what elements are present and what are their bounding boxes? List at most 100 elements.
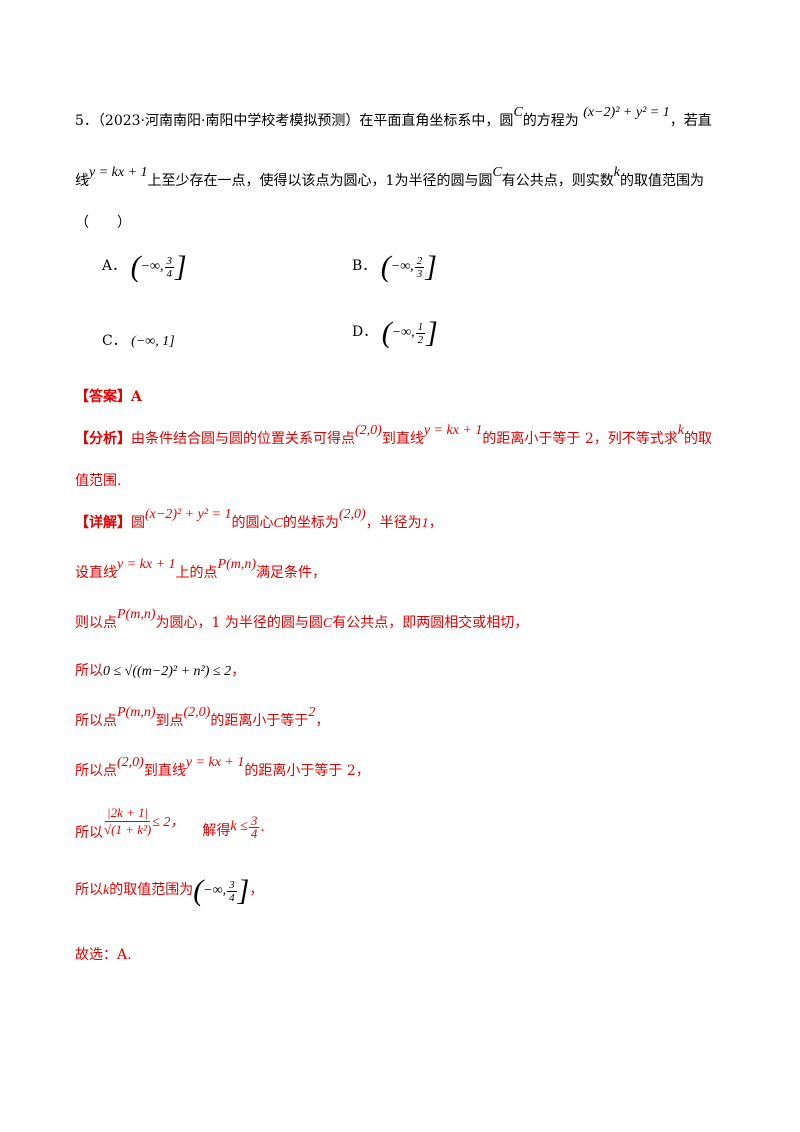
detail-line-5: 所以点P(m,n)到点(2,0)的距离小于等于2， [75,705,740,730]
detail-c: C [322,616,333,631]
detail-result: k ≤ [230,819,248,834]
answer-tag: 【答案】 [75,389,131,405]
line-equation: y = kx + 1 [89,165,148,180]
fraction-denominator: √(1 + k²) [104,821,152,837]
detail-text: 所以 [75,663,103,679]
circle-equation: (x−2)² + y² = 1 [583,105,670,120]
answer-value: A [131,389,142,405]
detail-text: 则以点 [75,615,117,631]
detail-text: ， [231,663,246,679]
analysis-k: k [677,423,684,438]
detail-line-4: 所以0 ≤ √((m−2)² + n²) ≤ 2， [75,660,740,680]
var-k: k [613,165,621,180]
result-fraction: 3 4 [248,812,260,841]
detail-text: 的距离小于等于 [210,713,309,729]
detail-text: 满足条件， [256,565,327,581]
option-label: C． [102,333,127,349]
analysis-text: 由条件结合圆与圆的位置关系可得点 [131,431,355,447]
question-text: 上至少存在一点，使得以该点为圆心，1为半径的圆与圆 [147,173,493,189]
detail-text: 的取值范围为 [109,882,194,899]
detail-c: C [273,516,283,531]
option-label: A． [102,258,127,275]
detail-text: 的坐标为 [282,515,339,531]
detail-radius: 1 [421,516,429,531]
question-text: 5．（2023·河南南阳·南阳中学校考模拟预测）在平面直角坐标系中，圆 [75,113,514,129]
detail-point-p: P(m,n) [117,607,156,622]
detail-k: k [103,883,110,899]
question-text: 线 [75,173,89,189]
detail-text: 为圆心，1 为半径的圆与圆 [155,615,323,631]
circle-name: C [513,105,523,120]
circle-name: C [492,165,502,180]
detail-fraction: |2k + 1| √(1 + k²) [104,805,151,838]
detail-line-2: 设直线y = kx + 1上的点P(m,n)满足条件， [75,557,740,582]
question-text: 有公共点，则实数 [501,173,614,189]
detail-text: 到直线 [143,763,186,779]
detail-line-3: 则以点P(m,n)为圆心，1 为半径的圆与圆C有公共点，即两圆相交或相切， [75,607,740,632]
detail-text: 圆 [131,515,145,531]
detail-text: 所以 [75,882,103,899]
detail-inequality: 0 ≤ √((m−2)² + n²) ≤ 2 [103,664,232,679]
detail-line-6: 所以点(2,0)到直线y = kx + 1的距离小于等于 2， [75,755,740,780]
detail-text: 的距离小于等于 2， [244,763,370,779]
detail-text: ， [428,515,443,531]
detail-point-p: P(m,n) [217,557,257,572]
analysis-point: (2,0) [355,423,382,438]
detail-text: 解得 [202,823,231,839]
detail-text: ≤ 2， [152,815,185,830]
analysis-text: 值范围. [75,473,122,489]
analysis-line-1: 【分析】由条件结合圆与圆的位置关系可得点(2,0)到直线y = kx + 1的距… [75,423,740,448]
detail-point: (2,0) [183,705,211,720]
detail-text: ， [249,882,264,899]
option-interval: (−∞, 1] [131,334,175,349]
detail-point: (2,0) [117,755,144,770]
analysis-text: 的取 [683,431,712,447]
detail-text: . [260,819,265,835]
fraction-numerator: 3 [248,812,260,828]
detail-text: 上的点 [175,565,218,581]
answer-paren: （ ） [75,215,131,231]
detail-text: ， [315,713,330,729]
detail-text: 有公共点，即两圆相交或相切， [332,615,529,631]
detail-number: 2 [308,705,316,720]
detail-text: 设直线 [75,565,117,581]
detail-line-1: 【详解】圆(x−2)² + y² = 1的圆心C的坐标为(2,0)，半径为1， [75,507,740,532]
answer-line: 【答案】A [75,386,740,406]
detail-text: 所以点 [75,763,117,779]
detail-conclusion: 故选：A. [75,947,132,963]
detail-point: (2,0) [338,507,366,522]
detail-line-eq: y = kx + 1 [117,557,176,572]
question-paren: （ ） [75,212,740,232]
option-c[interactable]: C． (−∞, 1] [102,330,175,350]
fraction-numerator: |2k + 1| [105,804,151,822]
detail-circle-eq: (x−2)² + y² = 1 [145,507,232,522]
question-text: 的方程为 [522,113,579,129]
option-label: B． [352,258,377,275]
question-text: 的取值范围为 [620,173,705,189]
question-text: ，若直 [669,113,712,129]
analysis-text: 的距离小于等于 2，列不等式求 [482,431,678,447]
detail-line-9: 故选：A. [75,944,740,964]
detail-text: ，半径为 [365,515,422,531]
analysis-line-2: 值范围. [75,470,740,490]
detail-line-eq: y = kx + 1 [185,755,245,770]
detail-tag: 【详解】 [75,515,131,531]
detail-text: 到点 [155,713,184,729]
option-label: D． [352,324,378,341]
fraction-denominator: 4 [250,825,258,841]
detail-text: 的圆心 [231,515,274,531]
detail-line-7: 所以 |2k + 1| √(1 + k²) ≤ 2， 解得 k ≤ 3 4 . [75,800,740,842]
detail-point-p: P(m,n) [117,705,156,720]
detail-text: 所以点 [75,713,117,729]
analysis-tag: 【分析】 [75,431,131,447]
question-line-1: 5．（2023·河南南阳·南阳中学校考模拟预测）在平面直角坐标系中，圆C的方程为… [75,105,740,130]
question-line-2: 线y = kx + 1上至少存在一点，使得以该点为圆心，1为半径的圆与圆C有公共… [75,165,740,190]
